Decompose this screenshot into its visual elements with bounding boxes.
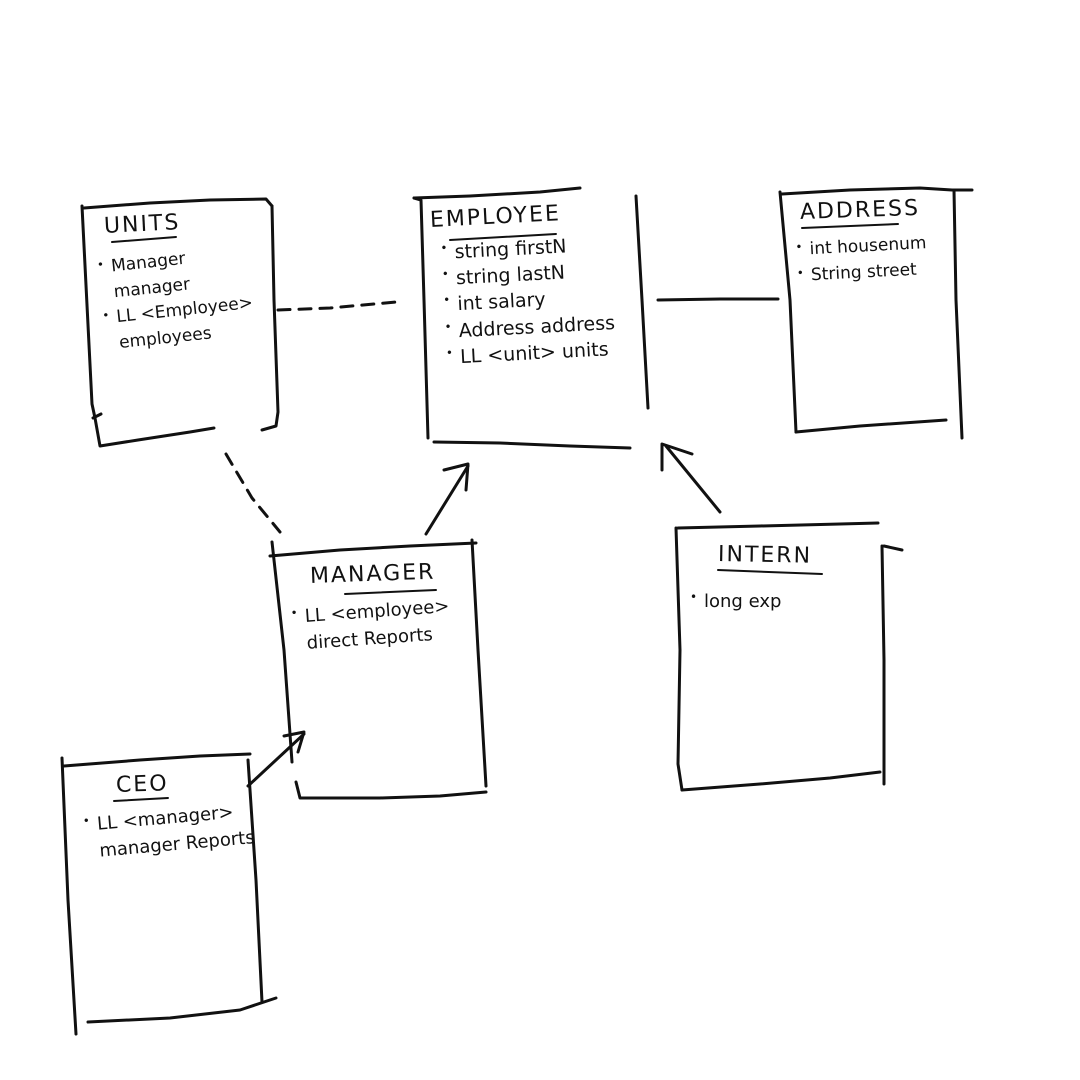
ceo-manager-inheritance-arrow [246,732,306,788]
address-class-title: ADDRESS [799,195,921,225]
units-class-box [80,197,280,448]
manager-class-box [268,538,488,800]
address-title-underline [801,223,899,229]
ceo-class-title: CEO [115,771,169,798]
units-attribute-list: Manager manager LL <Employee> employees [96,240,257,357]
address-class-box [778,186,974,440]
employee-attribute-list: string firstN string lastN int salary Ad… [440,231,617,371]
units-manager-dashed-link [224,452,282,534]
ceo-class-box [60,752,278,1036]
ceo-manager-arrow-head [282,730,306,754]
intern-attribute-list: long exp [690,588,781,615]
units-title-underline [111,236,177,243]
units-employee-dashed-link [276,300,398,312]
manager-title-underline [344,589,437,595]
manager-employee-arrow-head [442,462,470,492]
intern-class-box [674,521,904,792]
intern-class-title: INTERN [717,542,813,569]
intern-employee-inheritance-arrow [664,444,722,514]
manager-attribute-list: LL <employee> direct Reports [290,593,452,658]
manager-attribute: LL <employee> direct Reports [290,593,452,658]
manager-class-title: MANAGER [309,559,436,589]
manager-employee-inheritance-arrow [424,464,470,536]
address-attribute-list: int housenum String street [795,231,928,289]
intern-attribute: long exp [690,588,781,615]
employee-address-link [656,297,780,302]
ceo-title-underline [113,797,169,802]
intern-title-underline [717,569,823,575]
intern-employee-arrow-head [660,442,694,472]
units-class-title: UNITS [103,210,181,239]
